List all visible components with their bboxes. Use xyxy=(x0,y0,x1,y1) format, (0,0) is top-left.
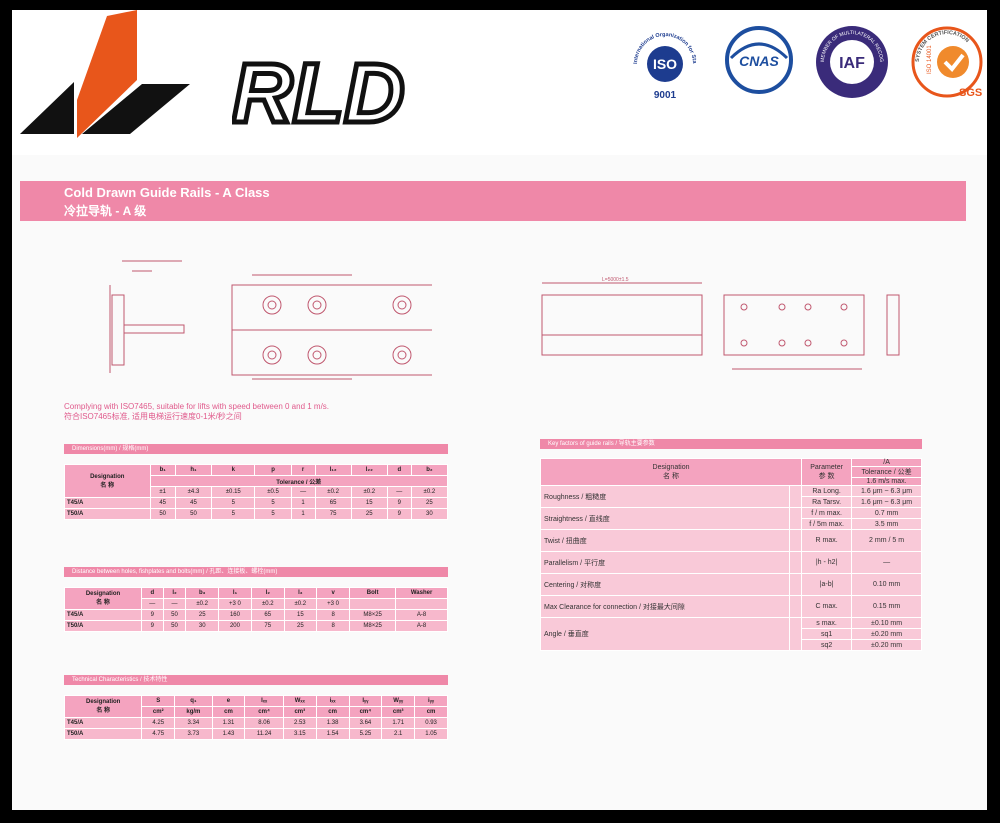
holes-section-header: Distance between holes, fishplates and b… xyxy=(64,567,448,577)
datasheet: Cold Drawn Guide Rails - A Class 冷拉导轨 - … xyxy=(12,155,987,810)
tech-section-header: Technical Characteristics / 技术特性 xyxy=(64,675,448,685)
rail-length-drawing: L=5000±1.5 xyxy=(541,277,900,370)
col-header: l₁₂ xyxy=(314,464,352,476)
compliance-note-en: Complying with ISO7465, suitable for lif… xyxy=(64,402,330,411)
col-header: d xyxy=(386,464,412,476)
title-banner: Cold Drawn Guide Rails - A Class 冷拉导轨 - … xyxy=(20,181,966,221)
tolerance-cell: ±4.3 xyxy=(174,486,213,498)
iaf-badge: MEMBER OF MULTILATERAL RECOGNITION ARRAN… xyxy=(812,22,888,98)
iso-9001-badge: International Organization for Standardi… xyxy=(625,22,697,101)
tolerance-cell: ±0.15 xyxy=(211,486,256,498)
dimensions-section-header: Dimensions(mm) / 规格(mm) xyxy=(64,444,448,454)
tolerance-cell: ±0.2 xyxy=(410,486,449,498)
tolerance-cell: — xyxy=(386,486,412,498)
compliance-note-zh: 符合ISO7465标准, 适用电梯运行速度0-1米/秒之间 xyxy=(64,412,242,421)
col-header: b₂ xyxy=(410,464,449,476)
cnas-badge: CNAS xyxy=(725,26,793,94)
col-header: p xyxy=(254,464,292,476)
dim-total-label: L=5000±1.5 xyxy=(602,277,629,283)
speed-header: 1.6 m/s max. xyxy=(851,477,922,486)
table-row: Centering / 对称度|a-b|0.10 mm xyxy=(539,573,922,596)
key-factors-section-header: Key factors of guide rails / 导轨主要参数 xyxy=(540,439,922,449)
svg-text:IAF: IAF xyxy=(839,55,865,72)
tolerance-cell: ±0.2 xyxy=(314,486,352,498)
col-header: b₁ xyxy=(149,464,176,476)
page-frame: RLD International Organization for Stand… xyxy=(12,10,987,810)
tolerance-cell: ±0.2 xyxy=(350,486,388,498)
table-row: Parallelism / 平行度|h - h2|— xyxy=(539,551,922,574)
tolerance-cell: ±0.5 xyxy=(254,486,292,498)
title-en: Cold Drawn Guide Rails - A Class xyxy=(64,185,270,200)
tolerance-header: Tolerance / 公差 xyxy=(851,466,922,478)
svg-text:ISO 14001: ISO 14001 xyxy=(927,45,933,74)
logo-text: RLD xyxy=(232,50,405,130)
sgs-badge: SYSTEM CERTIFICATION ISO 14001 SGS xyxy=(911,26,983,99)
col-header: h₁ xyxy=(174,464,213,476)
svg-text:9001: 9001 xyxy=(654,90,677,101)
svg-text:ISO: ISO xyxy=(653,56,677,72)
tolerance-cell: ±1 xyxy=(149,486,176,498)
compliance-note: Complying with ISO7465, suitable for lif… xyxy=(64,402,329,422)
rld-logo-mark xyxy=(20,10,190,138)
title-zh: 冷拉导轨 - A 级 xyxy=(64,204,147,218)
svg-text:SGS: SGS xyxy=(959,87,982,99)
header: RLD International Organization for Stand… xyxy=(12,10,987,155)
col-header: l₂₂ xyxy=(350,464,388,476)
rld-logo-text: RLD xyxy=(230,44,432,143)
tolerance-cell: — xyxy=(290,486,316,498)
tolerance-header: Tolerance / 公差 xyxy=(149,475,448,487)
svg-text:CNAS: CNAS xyxy=(739,53,779,69)
col-header: k xyxy=(211,464,256,476)
rail-profile-drawing xyxy=(109,260,432,380)
class-header: /A xyxy=(851,458,922,467)
col-header: r xyxy=(290,464,316,476)
